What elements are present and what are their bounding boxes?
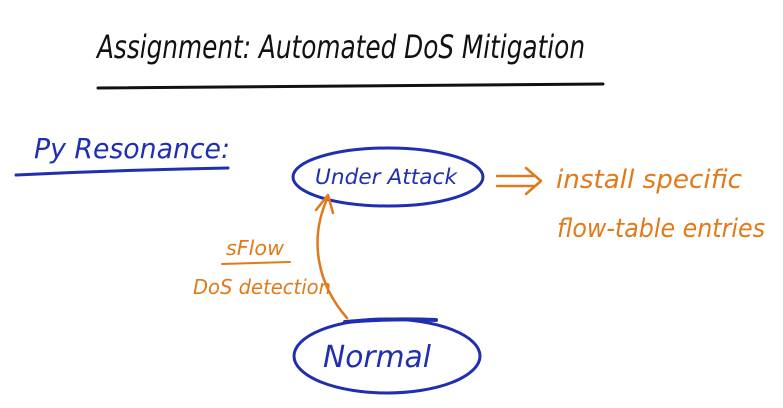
transition-label-sflow: sFlow xyxy=(226,236,285,260)
action-double-arrow xyxy=(495,166,543,196)
state-under-attack-ellipse xyxy=(291,146,485,208)
action-line-2: flow-table entries xyxy=(557,214,765,244)
transition-arrow xyxy=(316,195,349,320)
section-label: Py Resonance: xyxy=(34,132,230,165)
state-normal-label: Normal xyxy=(323,340,432,375)
action-line-1: install specific xyxy=(556,165,742,195)
slide-title: Assignment: Automated DoS Mitigation xyxy=(95,28,585,66)
title-underline xyxy=(96,82,605,90)
sflow-underline xyxy=(221,261,291,265)
normal-ellipse-overdraw xyxy=(343,317,438,324)
state-under-attack-label: Under Attack xyxy=(315,165,458,189)
section-label-underline xyxy=(14,166,230,177)
transition-arrowhead xyxy=(314,193,335,215)
transition-label-dos-detection: DoS detection xyxy=(193,275,331,299)
